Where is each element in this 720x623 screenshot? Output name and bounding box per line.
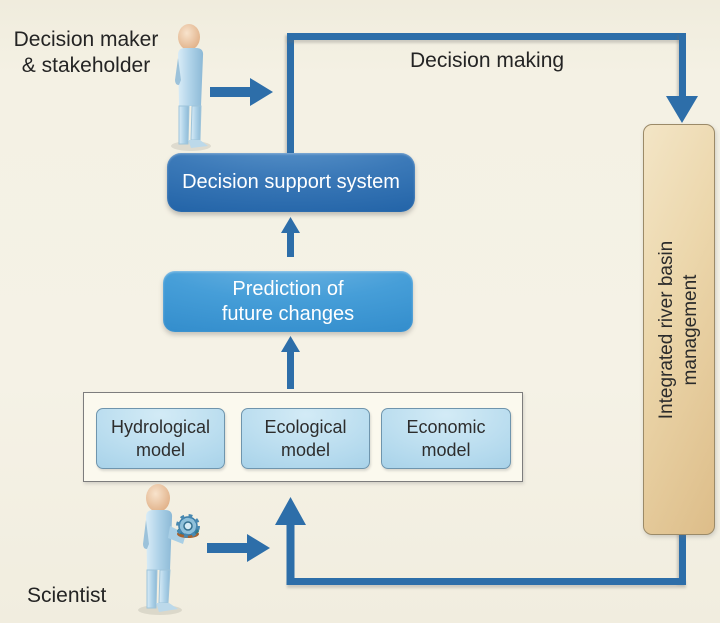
decision-maker-person-icon <box>171 24 211 151</box>
decision-making-label: Decision making <box>410 49 565 72</box>
connector-decision-making-down <box>679 33 686 100</box>
connector-decision-making-horizontal <box>287 33 683 40</box>
arrow-scientist-to-models <box>207 534 270 562</box>
ecological-model-line1: Ecological <box>264 416 347 437</box>
gear-icon <box>176 514 200 538</box>
hydrological-model-line1: Hydrological <box>110 416 211 437</box>
decision-maker-label-line1: Decision maker <box>13 28 159 51</box>
irbm-label-line1: Integrated river basin <box>656 240 677 419</box>
economic-model-line2: model <box>421 439 471 460</box>
connector-irbm-down-vertical <box>679 530 686 583</box>
arrow-models-to-prediction <box>281 336 300 389</box>
integrated-river-basin-management-box: Integrated river basin management <box>643 124 715 535</box>
connector-bottom-horizontal <box>287 578 686 585</box>
hydrological-model-box: Hydrological model <box>96 408 225 469</box>
arrow-decision-maker-to-dss <box>210 78 273 106</box>
decision-maker-label-line2: & stakeholder <box>21 54 151 77</box>
irbm-label-line2: management <box>680 274 701 385</box>
prediction-label-line2: future changes <box>221 302 355 325</box>
models-group-box: Hydrological model Ecological model Econ… <box>83 392 523 482</box>
arrow-up-into-models <box>275 497 306 585</box>
decision-support-system-label: Decision support system <box>182 171 400 193</box>
prediction-label-line1: Prediction of <box>232 277 344 300</box>
decision-maker-label: Decision maker & stakeholder <box>8 27 164 79</box>
prediction-box: Prediction of future changes <box>163 271 413 332</box>
hydrological-model-line2: model <box>135 439 186 460</box>
scientist-label: Scientist <box>27 584 107 607</box>
arrow-prediction-to-dss <box>281 217 300 257</box>
ecological-model-box: Ecological model <box>241 408 370 469</box>
irbm-label: Integrated river basin management <box>644 125 714 534</box>
scientist-person-icon <box>138 484 200 615</box>
economic-model-line1: Economic <box>406 416 486 437</box>
decision-support-system-box: Decision support system <box>167 153 415 212</box>
economic-model-box: Economic model <box>381 408 511 469</box>
ecological-model-line2: model <box>280 439 331 460</box>
connector-dss-up-vertical <box>287 33 294 154</box>
arrowhead-down-into-irbm <box>666 96 698 123</box>
